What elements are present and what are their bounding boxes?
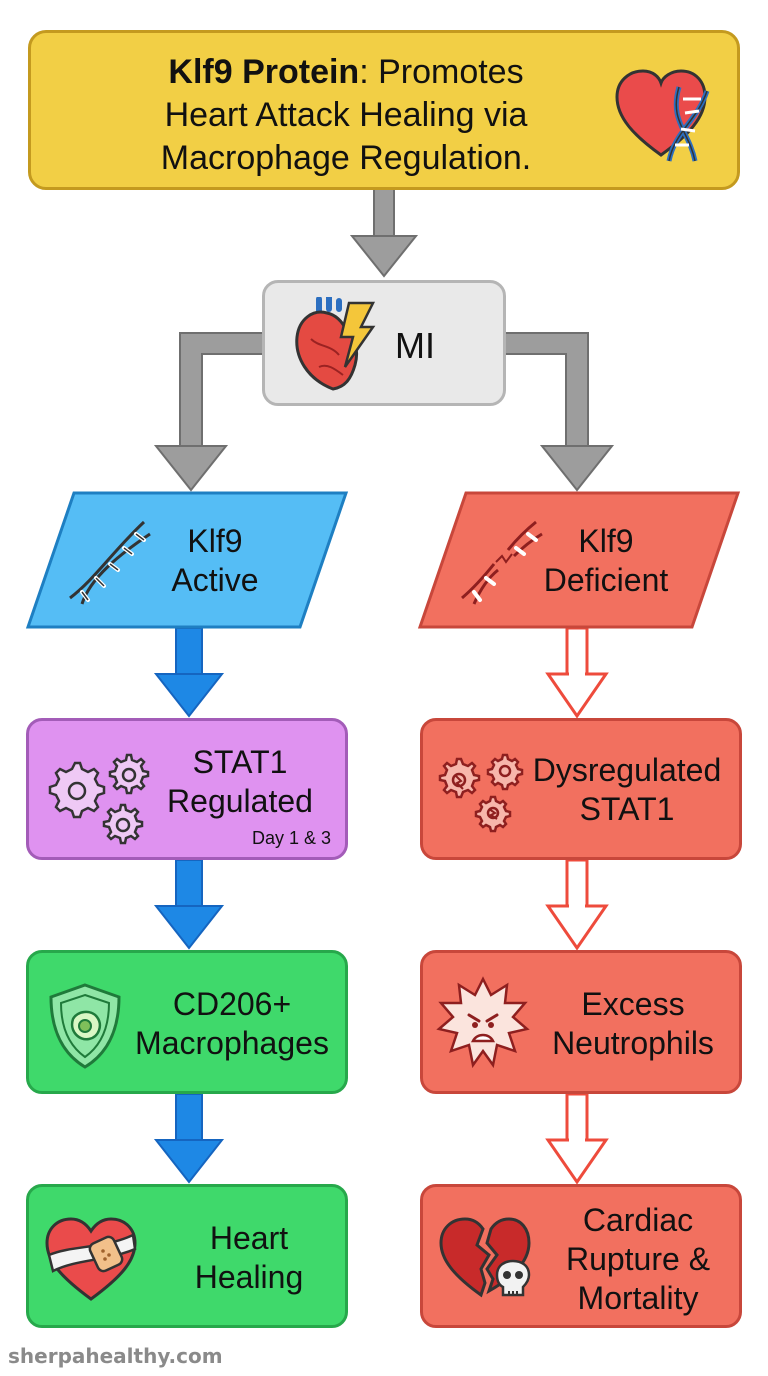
mi-label: MI [395, 325, 435, 366]
heart-dna-icon [615, 69, 710, 162]
stat1-regulated-label: STAT1 Regulated [155, 743, 325, 821]
stat1-regulated-node: STAT1 Regulated Day 1 & 3 [26, 718, 348, 860]
day-note: Day 1 & 3 [251, 828, 331, 848]
neutrophils-line-2: Neutrophils [552, 1025, 714, 1061]
rupture-line-1: Cardiac [582, 1202, 694, 1238]
arrow-right-3 [545, 1092, 609, 1185]
heart-lightning-icon [295, 297, 376, 391]
footer-watermark: sherpahealthy.com [8, 1344, 223, 1368]
neutrophils-line-1: Excess [581, 986, 685, 1022]
dna-icon [69, 520, 151, 605]
rupture-line-2: Rupture & [565, 1241, 711, 1277]
dysregulated-stat1-line-1: Dysregulated [532, 752, 722, 788]
broken-gears-icon [438, 753, 524, 833]
gears-icon [48, 753, 150, 845]
healing-line-1: Heart [209, 1220, 289, 1256]
cd206-macrophages-label: CD206+ Macrophages [123, 985, 341, 1063]
heart-healing-node: Heart Healing [26, 1184, 348, 1328]
arrow-title-to-mi [349, 187, 419, 278]
angry-cell-icon [436, 976, 530, 1069]
klf9-active-label: Klf9 Active [140, 522, 290, 600]
title-rest: : Promotes [359, 53, 524, 91]
klf9-deficient-node [417, 491, 741, 629]
arrow-mi-to-right [503, 332, 615, 492]
dysregulated-stat1-label: Dysregulated STAT1 [519, 751, 735, 829]
arrow-right-2 [545, 858, 609, 951]
title-line-3: Macrophage Regulation. [160, 139, 532, 177]
cd206-line-1: CD206+ [172, 986, 292, 1022]
klf9-active-node [25, 491, 349, 629]
klf9-active-line-1: Klf9 [187, 523, 243, 559]
heart-healing-label: Heart Healing [169, 1219, 329, 1297]
title-box: Klf9 Protein: Promotes Heart Attack Heal… [28, 30, 740, 190]
broken-dna-icon [461, 520, 543, 605]
shield-cell-icon [49, 983, 121, 1069]
page-title: Klf9 Protein: Promotes Heart Attack Heal… [101, 51, 591, 180]
arrow-mi-to-left [153, 332, 265, 492]
dysregulated-stat1-line-2: STAT1 [579, 791, 675, 827]
title-bold: Klf9 Protein [168, 53, 360, 91]
cd206-macrophages-node: CD206+ Macrophages [26, 950, 348, 1094]
arrow-left-3 [153, 1093, 225, 1184]
stat1-regulated-line-1: STAT1 [192, 744, 288, 780]
bandaged-heart-icon [45, 1217, 137, 1301]
excess-neutrophils-node: Excess Neutrophils [420, 950, 742, 1094]
arrow-left-1 [153, 627, 225, 718]
klf9-deficient-label: Klf9 Deficient [526, 522, 686, 600]
dysregulated-stat1-node: Dysregulated STAT1 [420, 718, 742, 860]
broken-heart-skull-icon [439, 1217, 531, 1298]
mi-box: MI [262, 280, 506, 406]
arrow-left-2 [153, 859, 225, 950]
stat1-regulated-line-2: Regulated [167, 783, 313, 819]
title-line-2: Heart Attack Healing via [164, 96, 528, 134]
cardiac-rupture-label: Cardiac Rupture & Mortality [541, 1201, 735, 1318]
cd206-line-2: Macrophages [135, 1025, 329, 1061]
arrow-right-1 [545, 626, 609, 719]
klf9-deficient-line-1: Klf9 [578, 523, 634, 559]
klf9-deficient-line-2: Deficient [543, 562, 669, 598]
excess-neutrophils-label: Excess Neutrophils [531, 985, 735, 1063]
healing-line-2: Healing [194, 1259, 304, 1295]
cardiac-rupture-node: Cardiac Rupture & Mortality [420, 1184, 742, 1328]
klf9-active-line-2: Active [171, 562, 259, 598]
rupture-line-3: Mortality [577, 1280, 699, 1316]
